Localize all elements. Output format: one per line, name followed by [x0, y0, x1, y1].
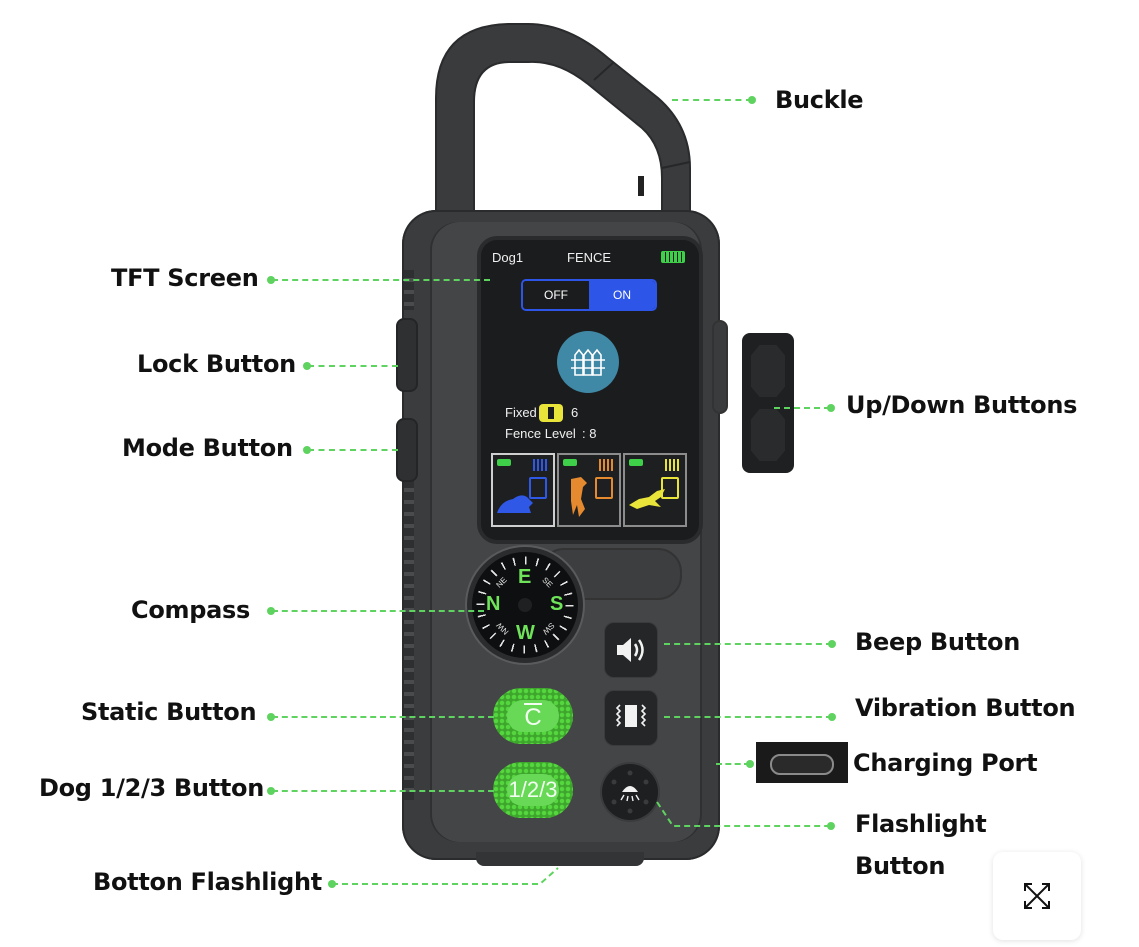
- dog-card-3[interactable]: [623, 453, 687, 527]
- vibration-mode-icon: [539, 404, 563, 422]
- label-buckle: Buckle: [775, 86, 864, 114]
- label-tft-screen: TFT Screen: [111, 264, 259, 292]
- static-button[interactable]: C: [493, 688, 573, 744]
- flashlight-icon: [611, 770, 649, 814]
- up-button[interactable]: [751, 345, 785, 397]
- leader-lock-button: [308, 365, 398, 367]
- expand-button[interactable]: [993, 852, 1081, 940]
- battery-icon: [629, 459, 643, 466]
- leader-tft-screen: [272, 279, 490, 281]
- compass-w: W: [516, 622, 535, 644]
- fixed-label: Fixed: [505, 405, 537, 420]
- fence-mode-circle: [557, 331, 619, 393]
- dog-running-icon: [629, 489, 665, 509]
- leader-dot: [828, 713, 836, 721]
- screen-mode: FENCE: [567, 250, 612, 265]
- leader-beep: [664, 643, 832, 645]
- compass-center: [518, 598, 532, 612]
- label-flashlight-button-1: Flashlight: [855, 810, 987, 838]
- remote-icon: [529, 477, 547, 499]
- battery-icon: [497, 459, 511, 466]
- battery-icon: [661, 251, 685, 263]
- dog-lying-icon: [497, 495, 533, 513]
- compass-dial: E N S W NE SE SW NW: [472, 552, 578, 658]
- side-grip-top: [404, 270, 414, 310]
- dog-select-glyph: 1/2/3: [507, 774, 559, 806]
- label-flashlight-button-2: Button: [855, 852, 946, 880]
- leader-dot: [828, 640, 836, 648]
- leader-dot: [748, 96, 756, 104]
- compass-n: N: [486, 593, 501, 615]
- fence-level-label: Fence Level: [505, 426, 576, 441]
- toggle-off[interactable]: OFF: [523, 281, 589, 309]
- battery-icon: [563, 459, 577, 466]
- leader-dot: [827, 404, 835, 412]
- static-glyph: C: [524, 702, 542, 731]
- mode-side-button[interactable]: [396, 418, 418, 482]
- leader-dot: [267, 607, 275, 615]
- fence-icon: [665, 459, 679, 471]
- label-compass: Compass: [131, 596, 250, 624]
- leader-up-down: [774, 407, 830, 409]
- dog-jumping-icon: [571, 477, 587, 517]
- leader-dot: [267, 276, 275, 284]
- label-up-down-buttons: Up/Down Buttons: [846, 391, 1078, 419]
- leader-dot: [267, 787, 275, 795]
- leader-dot: [827, 822, 835, 830]
- fence-level-value: : 8: [582, 426, 597, 441]
- fence-icon: [533, 459, 547, 471]
- leader-dot: [267, 713, 275, 721]
- fixed-value: 6: [571, 405, 579, 420]
- remote-icon: [595, 477, 613, 499]
- label-mode-button: Mode Button: [122, 434, 293, 462]
- label-bottom-flashlight: Botton Flashlight: [93, 868, 322, 896]
- label-vibration-button: Vibration Button: [855, 694, 1076, 722]
- toggle-on[interactable]: ON: [589, 281, 655, 309]
- remote-icon: [661, 477, 679, 499]
- compass-s: S: [550, 593, 564, 615]
- usb-c-icon: [770, 754, 834, 775]
- fence-toggle[interactable]: OFF ON: [521, 279, 657, 311]
- speaker-icon: [617, 638, 644, 662]
- charging-port: [756, 742, 848, 783]
- label-static-button: Static Button: [81, 698, 257, 726]
- bottom-flashlight-housing: [476, 852, 644, 866]
- leader-buckle: [672, 99, 752, 101]
- leader-charging: [716, 763, 750, 765]
- leader-dot: [328, 880, 336, 888]
- up-down-buttons: [742, 333, 794, 473]
- label-dog-button: Dog 1/2/3 Button: [39, 774, 265, 802]
- flashlight-button[interactable]: [602, 764, 658, 820]
- label-beep-button: Beep Button: [855, 628, 1020, 656]
- dog-card-2[interactable]: [557, 453, 621, 527]
- compass-e: E: [518, 566, 532, 588]
- label-lock-button: Lock Button: [137, 350, 296, 378]
- label-charging-port: Charging Port: [853, 749, 1038, 777]
- fence-icon: [571, 348, 605, 376]
- down-button[interactable]: [751, 409, 785, 461]
- vibration-icon: [615, 704, 647, 727]
- screen-dog-name: Dog1: [492, 250, 524, 265]
- leader-bottom-flashlight: [332, 867, 559, 885]
- beep-button[interactable]: [604, 622, 658, 678]
- expand-icon: [1024, 883, 1050, 909]
- leader-dot: [746, 760, 754, 768]
- leader-dot: [303, 446, 311, 454]
- right-side-rail: [712, 320, 728, 414]
- buckle-shackle: [435, 23, 691, 238]
- leader-mode-button: [308, 449, 398, 451]
- dog-select-button[interactable]: 1/2/3: [493, 762, 573, 818]
- leader-dog-button: [272, 790, 494, 792]
- fence-icon: [599, 459, 613, 471]
- lock-side-button[interactable]: [396, 318, 418, 392]
- dog-card-1[interactable]: [491, 453, 555, 527]
- leader-compass: [272, 610, 484, 612]
- leader-vibration: [664, 716, 832, 718]
- side-grip-bottom: [404, 480, 414, 800]
- leader-dot: [303, 362, 311, 370]
- vibration-button[interactable]: [604, 690, 658, 746]
- leader-static: [272, 716, 494, 718]
- leader-flashlight: [656, 801, 831, 827]
